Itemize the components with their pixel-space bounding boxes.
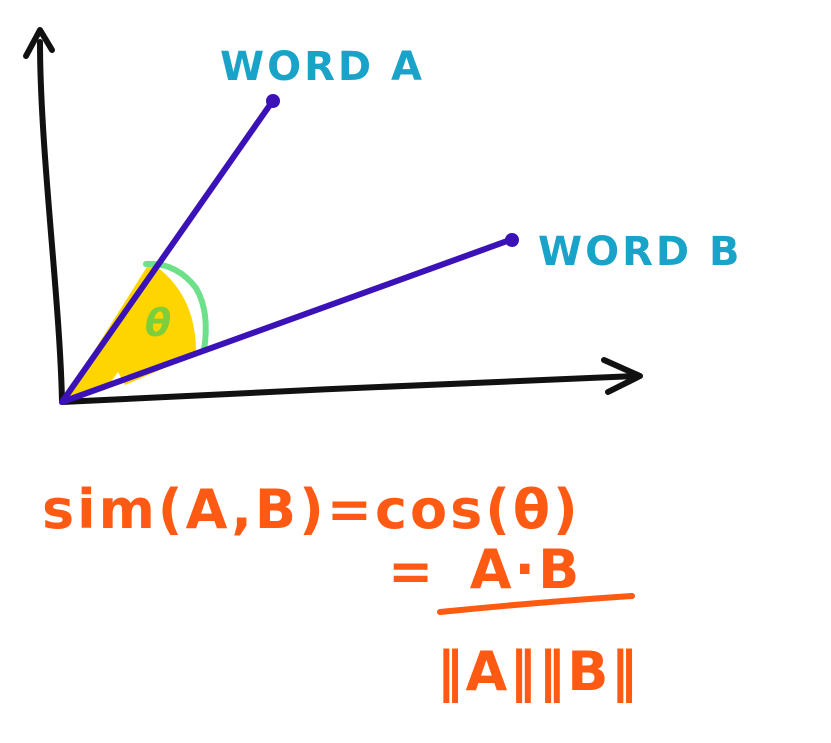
- angle-shading: [62, 262, 196, 402]
- angle-theta-label: θ: [145, 301, 171, 345]
- fraction-denominator: ‖A‖‖B‖: [437, 640, 640, 703]
- angle-arc: [143, 260, 209, 353]
- vector-b: [59, 237, 513, 405]
- word-b-label: WORD B: [538, 229, 743, 275]
- y-axis: [37, 39, 65, 405]
- fraction-numerator: A·B: [470, 538, 582, 601]
- word-a-label: WORD A: [220, 44, 425, 90]
- y-axis-arrowhead: [23, 27, 55, 59]
- equals-sign: =: [388, 540, 436, 603]
- fraction-bar: [437, 593, 635, 615]
- x-axis-arrowhead: [601, 357, 643, 395]
- similarity-formula: sim(A,B)=cos(θ): [42, 478, 581, 541]
- vector-a: [59, 99, 275, 405]
- vector-a-endpoint: [266, 94, 280, 108]
- x-axis: [59, 373, 639, 405]
- vector-b-endpoint: [505, 233, 519, 247]
